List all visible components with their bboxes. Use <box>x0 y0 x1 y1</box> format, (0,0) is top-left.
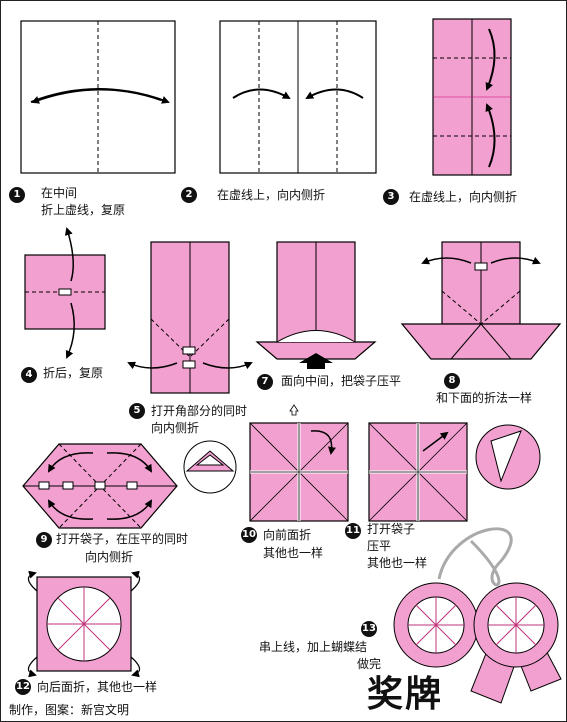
step5-figure <box>127 241 253 394</box>
step-number-4: 4 <box>21 367 37 383</box>
step1-text-line1: 在中间 <box>41 186 78 200</box>
step9-text-line1: 打开袋子，在压平的同时 <box>56 532 189 546</box>
step9-text-line2: 向内侧折 <box>85 550 134 564</box>
step-number-10: 10 <box>241 527 257 543</box>
step-number-8: 8 <box>444 373 460 389</box>
step12-figure <box>27 570 141 678</box>
step13-text-line1: 串上线，加上蝴蝶结 <box>259 640 368 654</box>
step7-text: 面向中间，把袋子压平 <box>281 374 402 388</box>
step-number-3: 3 <box>383 189 399 205</box>
step-number-1: 1 <box>9 187 25 203</box>
step-number-9: 9 <box>36 532 52 548</box>
step2-text: 在虚线上，向内侧折 <box>217 188 326 202</box>
step-number-12: 12 <box>15 679 31 695</box>
step-number-13: 13 <box>361 621 377 637</box>
step-number-2: 2 <box>181 187 197 203</box>
step4-figure <box>24 227 106 359</box>
step9-figure <box>22 440 237 529</box>
step-number-7: 7 <box>257 374 273 390</box>
credit-line: 制作，图案：新宫文明 <box>9 703 130 717</box>
step-number-11: 11 <box>345 523 361 539</box>
step5-text-line2: 向内侧折 <box>151 421 200 435</box>
step11-text-line1: 打开袋子 <box>367 522 416 536</box>
step10-figure <box>249 422 349 522</box>
step1-figure <box>20 20 176 174</box>
step11-figure <box>368 422 541 522</box>
step12-text: 向后面折，其他也一样 <box>37 680 158 694</box>
step10-text-line1: 向前面折 <box>263 528 312 542</box>
diagram-title: 奖牌 <box>367 674 444 715</box>
step8-text: 和下面的折法一样 <box>436 391 533 405</box>
step2-figure <box>219 20 377 174</box>
step4-text: 折后，复原 <box>43 366 104 380</box>
step3-figure <box>432 18 512 176</box>
step13-text-line2: 做完 <box>357 657 382 671</box>
step11-text-line2: 压平 <box>367 539 392 553</box>
step5-text-line1: 打开角部分的同时 <box>151 404 248 418</box>
step8-figure <box>289 241 562 416</box>
step7-figure <box>255 241 377 369</box>
step11-text-line3: 其他也一样 <box>367 556 428 570</box>
step10-text-line2: 其他也一样 <box>263 546 324 560</box>
step-number-5: 5 <box>129 403 145 419</box>
step13-figure <box>393 527 562 704</box>
step1-text-line2: 折上虚线，复原 <box>41 203 126 217</box>
step3-text: 在虚线上，向内侧折 <box>409 190 518 204</box>
